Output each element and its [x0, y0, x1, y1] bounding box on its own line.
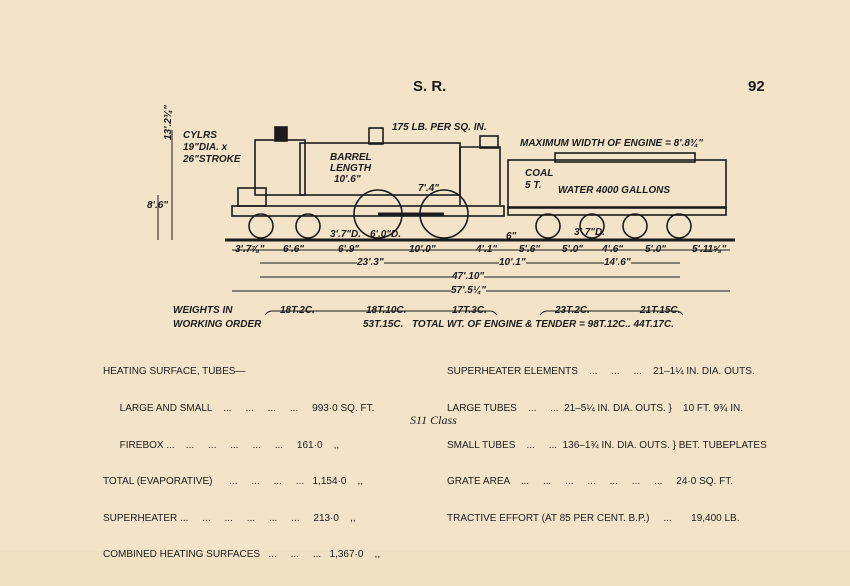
dim-9: 5'.0" — [645, 244, 667, 255]
tender-frame — [507, 206, 727, 216]
height-overall: 13'.2¾" — [163, 105, 174, 140]
tender-weight-brace — [539, 310, 684, 316]
dim-gap: 6" — [506, 231, 517, 242]
book-page: S. R. 92 — [103, 78, 767, 561]
firebox-length: 7'.4" — [418, 183, 440, 194]
tender-top — [554, 152, 696, 163]
spec-left-line: HEATING SURFACE, TUBES— — [103, 366, 246, 378]
driving-wheel-dia: 6'.0"D. — [370, 229, 402, 240]
spec-left-line: FIREBOX ... ... ... ... ... ... 161·0 ,, — [103, 439, 340, 451]
tender-wheel-dia: 3'.7"D. — [574, 227, 606, 238]
dome — [368, 127, 384, 145]
dim-5: 4'.1" — [476, 244, 498, 255]
tender-wheel-1 — [535, 213, 561, 239]
barrel-label-2: LENGTH — [330, 163, 372, 174]
dim-4: 10'.0" — [409, 244, 436, 255]
engine-weight-brace — [264, 310, 498, 316]
dim-6: 5'.6" — [519, 244, 541, 255]
axle-weight-1: 18T.2C. — [280, 305, 315, 316]
spec-right-line: TRACTIVE EFFORT (AT 85 PER CENT. B.P.) .… — [447, 512, 740, 524]
dim-tender-wheelbase: 14'.6" — [604, 257, 631, 268]
spec-right-line: SUPERHEATER ELEMENTS ... ... ... 21–1¼ I… — [447, 366, 755, 378]
engine-frame — [231, 205, 505, 217]
dim-tender-gap: 10'.1" — [499, 257, 526, 268]
tender-wheel-4 — [666, 213, 692, 239]
grand-total-weight: TOTAL WT. OF ENGINE & TENDER = 98T.12C..… — [412, 319, 674, 330]
tender-wheel-2 — [579, 213, 605, 239]
class-caption: S11 Class — [410, 413, 457, 427]
dim-3: 6'.9" — [338, 244, 360, 255]
axle-weight-2: 18T.10C. — [366, 305, 407, 316]
axle-weight-3: 17T.3C. — [452, 305, 487, 316]
bogie-wheel-2 — [295, 213, 321, 239]
barrel-label-1: BARREL — [330, 152, 372, 163]
locomotive-diagram — [157, 126, 735, 316]
dim-engine-wheelbase: 23'.3" — [357, 257, 384, 268]
height-boiler: 8'.6" — [147, 200, 169, 211]
spec-right-line: SMALL TUBES ... ... 136–1¾ IN. DIA. OUTS… — [447, 439, 767, 451]
page-number: 92 — [748, 78, 765, 95]
bogie-wheel-1 — [248, 213, 274, 239]
dim-10: 5'.11⅝" — [692, 244, 727, 255]
dim-7: 5'.0" — [562, 244, 584, 255]
water-capacity: WATER 4000 GALLONS — [558, 185, 671, 196]
coal-label-1: COAL — [525, 168, 554, 179]
boiler-pressure: 175 LB. PER SQ. IN. — [392, 122, 487, 133]
barrel-length: 10'.6" — [334, 174, 361, 185]
specs-left: HEATING SURFACE, TUBES— LARGE AND SMALL … — [103, 342, 380, 586]
cylinders-label-3: 26"STROKE — [183, 154, 241, 165]
weights-label-2: WORKING ORDER — [173, 319, 262, 330]
axle-weight-5: 21T.15C. — [640, 305, 681, 316]
coal-label-2: 5 T. — [525, 180, 542, 191]
specs-right: SUPERHEATER ELEMENTS ... ... ... 21–1¼ I… — [447, 342, 767, 549]
dim-overall-length: 57'.5¼" — [451, 285, 486, 296]
cylinders-label-1: CYLRS — [183, 130, 217, 141]
tender-body — [507, 159, 727, 209]
dim-8: 4'.6" — [602, 244, 624, 255]
bogie-wheel-dia: 3'.7"D. — [330, 229, 362, 240]
max-width-label: MAXIMUM WIDTH OF ENGINE = 8'.8¾" — [520, 138, 703, 149]
weights-label-1: WEIGHTS IN — [173, 305, 233, 316]
engine-total-weight: 53T.15C. — [363, 319, 404, 330]
tender-wheel-3 — [622, 213, 648, 239]
spec-right-line: GRATE AREA ... ... ... ... ... ... ... 2… — [447, 476, 733, 488]
spec-left-line: LARGE AND SMALL ... ... ... ... 993·0 SQ… — [103, 403, 375, 415]
spec-left-line: TOTAL (EVAPORATIVE) ... ... ... ... 1,15… — [103, 476, 364, 488]
cylinder — [237, 187, 267, 207]
railway-heading: S. R. — [413, 78, 447, 95]
cylinders-label-2: 19"DIA. x — [183, 142, 228, 153]
dim-1: 3'.7⅞" — [235, 244, 265, 255]
spec-right-line: LARGE TUBES ... ... 21–5¼ IN. DIA. OUTS.… — [447, 403, 744, 415]
dim-2: 6'.6" — [283, 244, 305, 255]
chimney — [274, 126, 288, 142]
spec-left-line: COMBINED HEATING SURFACES ... ... ... 1,… — [103, 549, 381, 561]
dim-total-wheelbase: 47'.10" — [452, 271, 485, 282]
spec-left-line: SUPERHEATER ... ... ... ... ... ... 213·… — [103, 512, 356, 524]
smokebox — [254, 139, 306, 196]
cab — [459, 146, 501, 205]
axle-weight-4: 23T.2C. — [555, 305, 590, 316]
cab-roof — [479, 135, 499, 149]
